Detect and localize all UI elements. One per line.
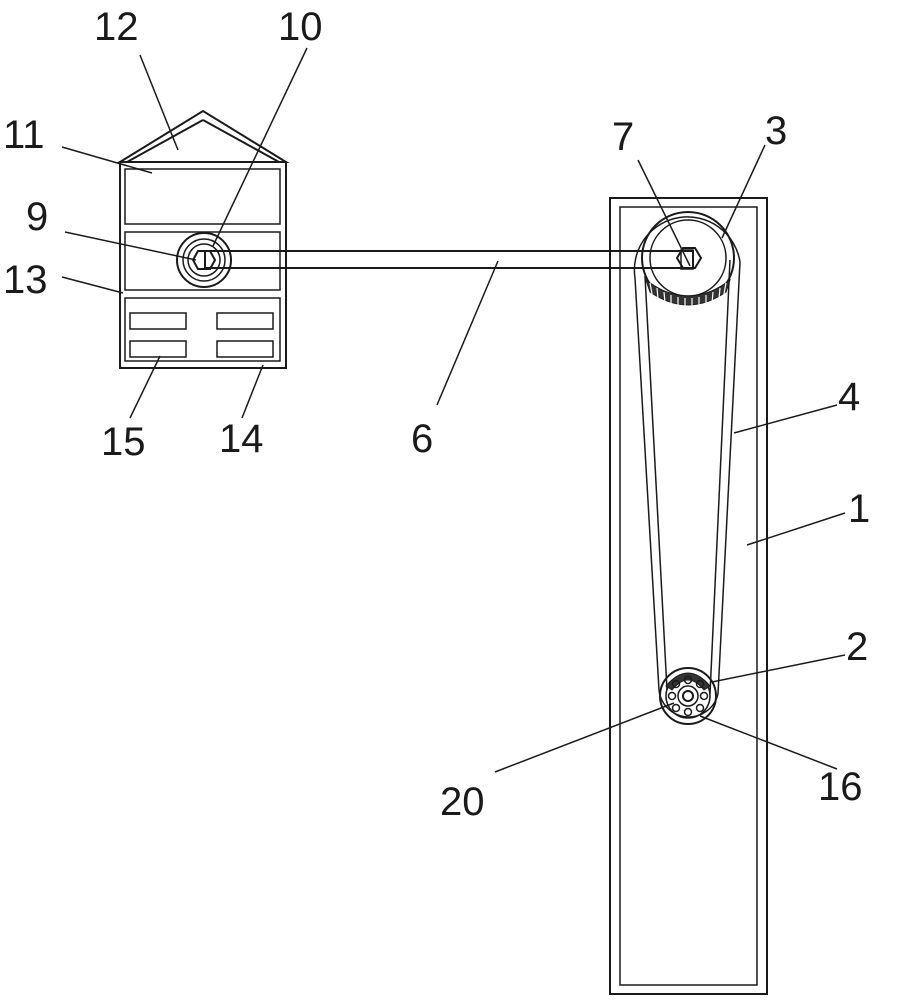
label-4: 4 <box>838 375 860 419</box>
leader-lines <box>61 47 846 773</box>
label-3: 3 <box>765 109 787 153</box>
column-frame <box>609 197 768 995</box>
part-labels: 12 10 11 9 13 15 14 6 7 3 4 1 2 16 20 <box>3 5 870 824</box>
horizontal-arm <box>204 249 694 270</box>
housing <box>116 109 290 369</box>
label-13: 13 <box>3 258 48 302</box>
label-6: 6 <box>411 417 433 461</box>
label-2: 2 <box>846 625 868 669</box>
lower-sprocket <box>659 667 717 725</box>
small-wheel <box>176 232 232 288</box>
label-16: 16 <box>818 765 863 809</box>
label-11: 11 <box>3 113 45 157</box>
label-1: 1 <box>848 487 870 531</box>
label-14: 14 <box>219 417 264 461</box>
label-7: 7 <box>612 115 634 159</box>
label-15: 15 <box>101 420 146 464</box>
label-20: 20 <box>440 780 485 824</box>
label-12: 12 <box>94 5 139 49</box>
label-10: 10 <box>278 5 323 49</box>
label-9: 9 <box>26 195 48 239</box>
upper-sprocket <box>641 211 735 309</box>
